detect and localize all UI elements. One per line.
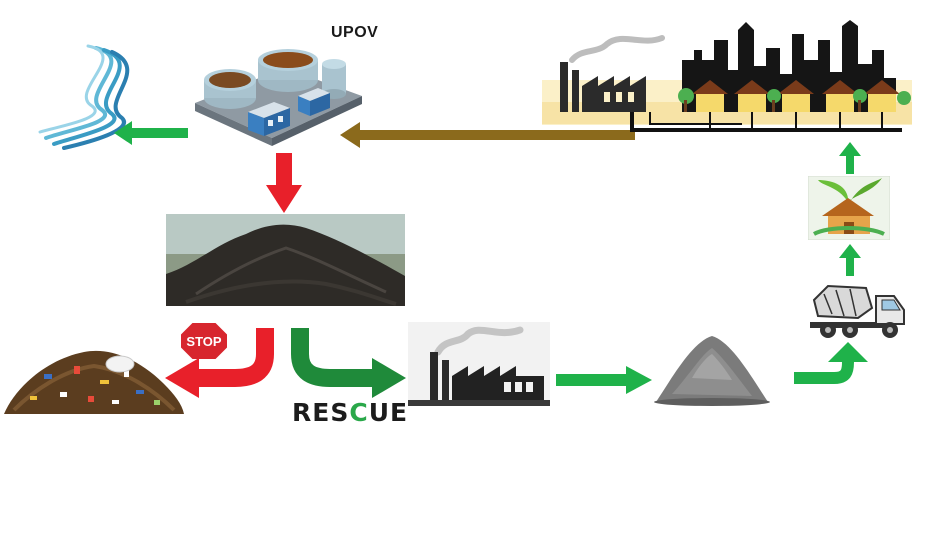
wastewater-plant-icon [195,49,362,146]
stop-sign-icon: STOP [179,321,229,361]
arrow-truck-to-house [839,244,861,276]
arrow-plant-to-sludge [266,153,302,213]
powder-pile-icon [654,336,770,406]
landfill-pile-icon [4,350,184,414]
arrow-plant-to-river [114,121,188,145]
rescue-prefix: RES [292,398,350,427]
arrow-powder-to-truck [794,342,868,384]
plant-label: UPOV [331,24,379,41]
cement-mixer-truck-icon [810,284,905,338]
stop-sign-label: STOP [186,334,221,349]
sludge-pile-icon [166,214,405,306]
arrow-sludge-to-factory [291,328,406,398]
factory-icon [408,322,550,406]
arrow-factory-to-powder [556,366,652,394]
river-icon [38,44,130,150]
arrow-city-to-plant [340,122,635,148]
green-house-icon [808,176,890,240]
rescue-logo: RESCUE [292,398,408,427]
arrow-sludge-to-landfill [165,328,274,398]
city-skyline-icon [542,20,912,132]
recycle-icon: C [349,398,369,427]
arrow-house-to-city [839,142,861,174]
rescue-suffix: UE [368,398,409,427]
